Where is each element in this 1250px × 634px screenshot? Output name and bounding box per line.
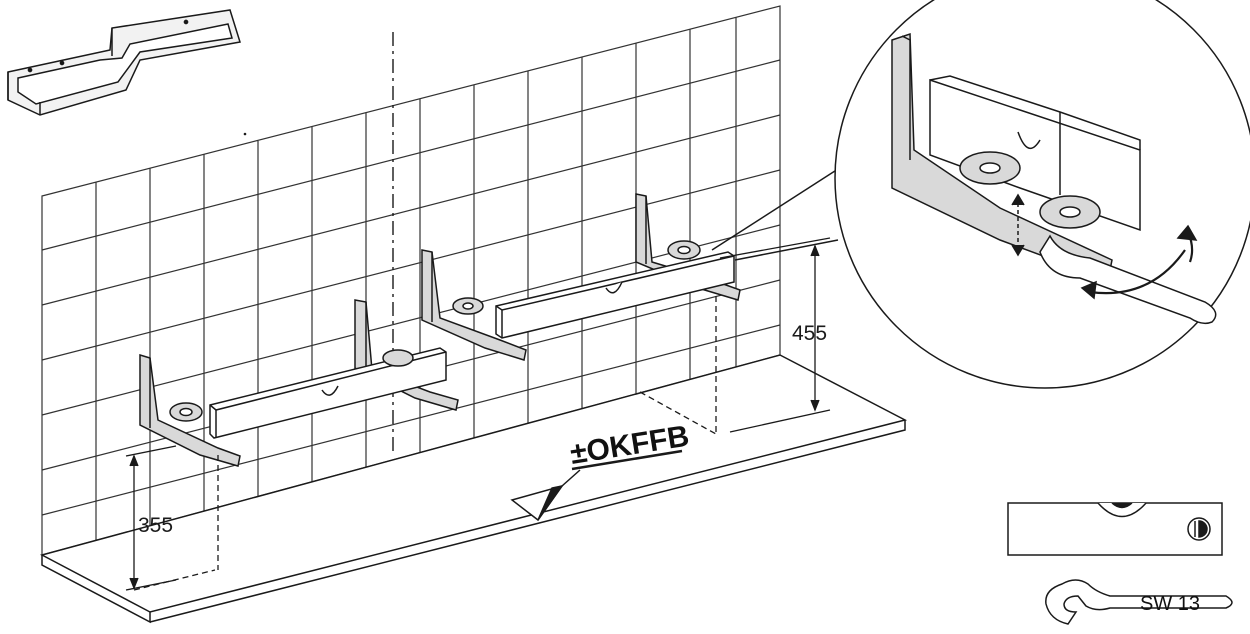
dimension-left xyxy=(125,445,219,591)
wrench-label: SW 13 xyxy=(1140,593,1200,615)
floor xyxy=(39,354,908,624)
wall-marker xyxy=(243,132,247,136)
dimension-right xyxy=(639,237,831,435)
wrench-icon xyxy=(1045,579,1233,625)
washbasin-icon xyxy=(7,9,241,116)
dimension-left-value: 355 xyxy=(138,514,173,537)
right-rail-assembly xyxy=(421,193,741,361)
left-rail-assembly xyxy=(139,299,459,467)
floor-reference-marker xyxy=(510,449,683,522)
dimension-right-value: 455 xyxy=(792,322,827,345)
spirit-level-icon xyxy=(1007,502,1223,556)
detail-callout xyxy=(711,0,1250,389)
